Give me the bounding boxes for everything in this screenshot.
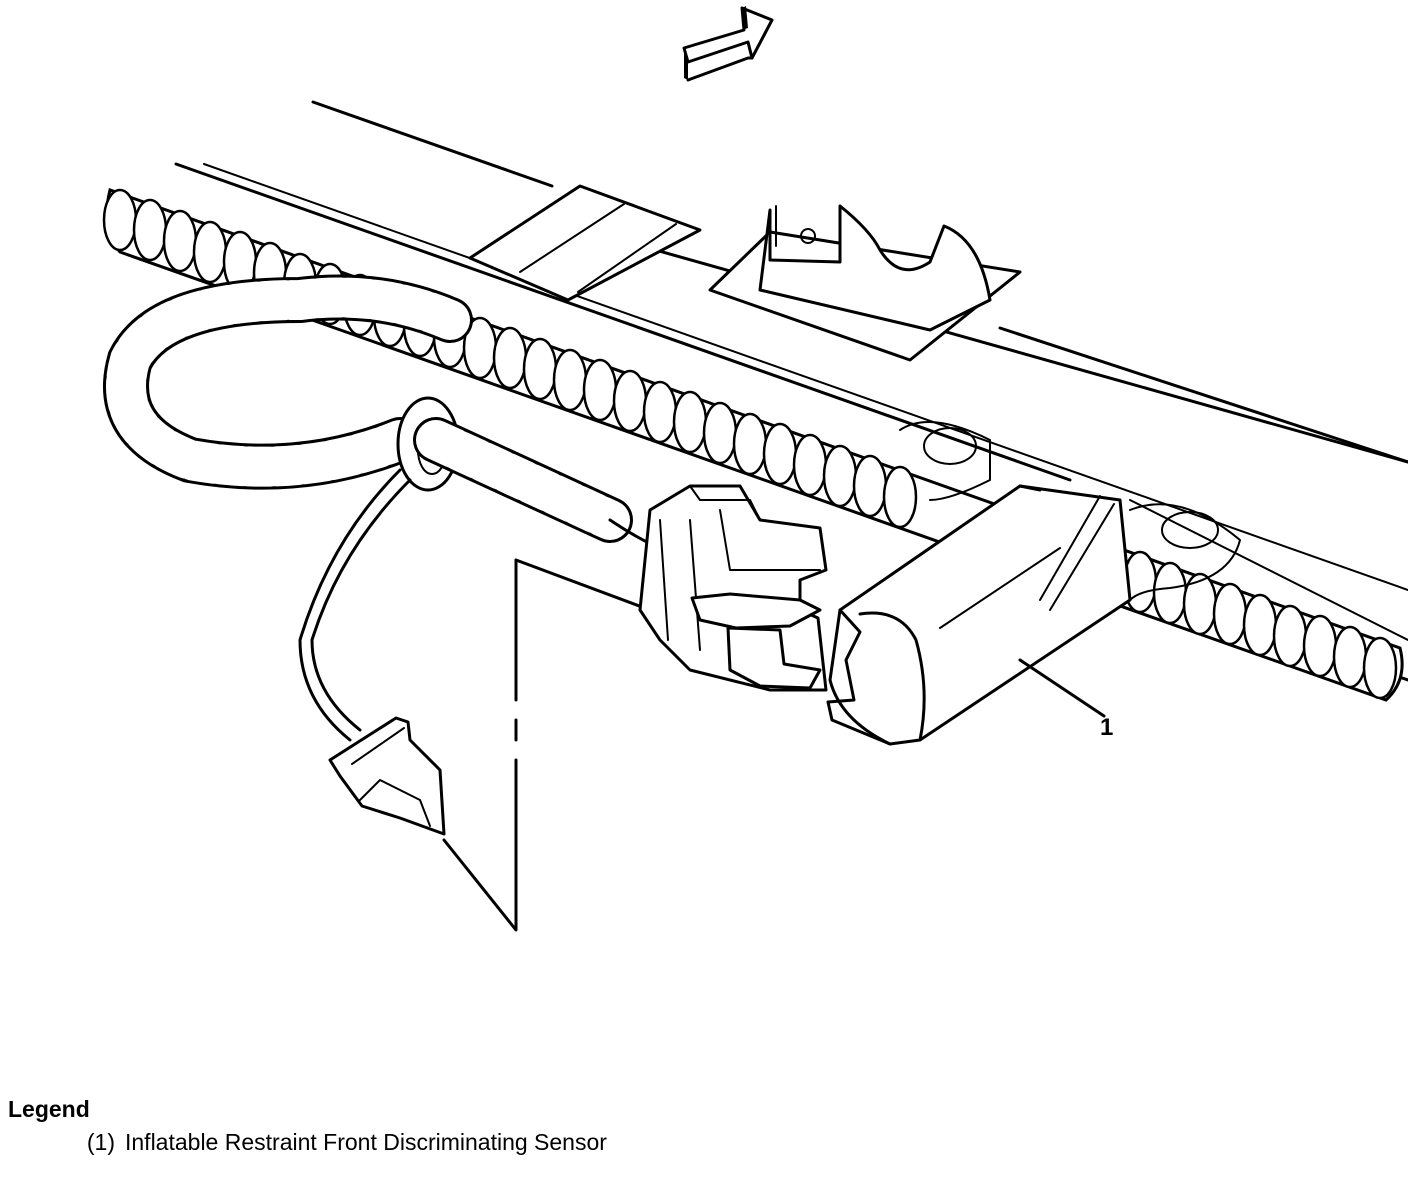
rail-mounting-pad xyxy=(468,184,1022,362)
legend-item-number: (1) xyxy=(86,1129,115,1155)
legend-title: Legend xyxy=(8,1096,90,1122)
pigtail-wire xyxy=(298,468,412,742)
legend-item: (1) Inflatable Restraint Front Discrimin… xyxy=(8,1127,708,1158)
callout-1-leader xyxy=(1018,658,1106,718)
legend-cut-off-row xyxy=(28,1192,58,1200)
sensor-location-illustration xyxy=(102,6,1408,932)
legend: Legend (1) Inflatable Restraint Front Di… xyxy=(8,1096,708,1158)
push-pin-retainer xyxy=(328,716,446,836)
branch-harness xyxy=(413,417,662,550)
wiring-harness-loop xyxy=(103,274,473,490)
callout-number-1: 1 xyxy=(1100,714,1114,741)
front-discriminating-sensor xyxy=(826,421,1241,746)
legend-item-text: Inflatable Restraint Front Discriminatin… xyxy=(125,1129,607,1155)
view-bracket xyxy=(442,558,652,932)
forward-arrow-icon xyxy=(682,6,774,82)
sensor-electrical-connector xyxy=(638,484,828,692)
